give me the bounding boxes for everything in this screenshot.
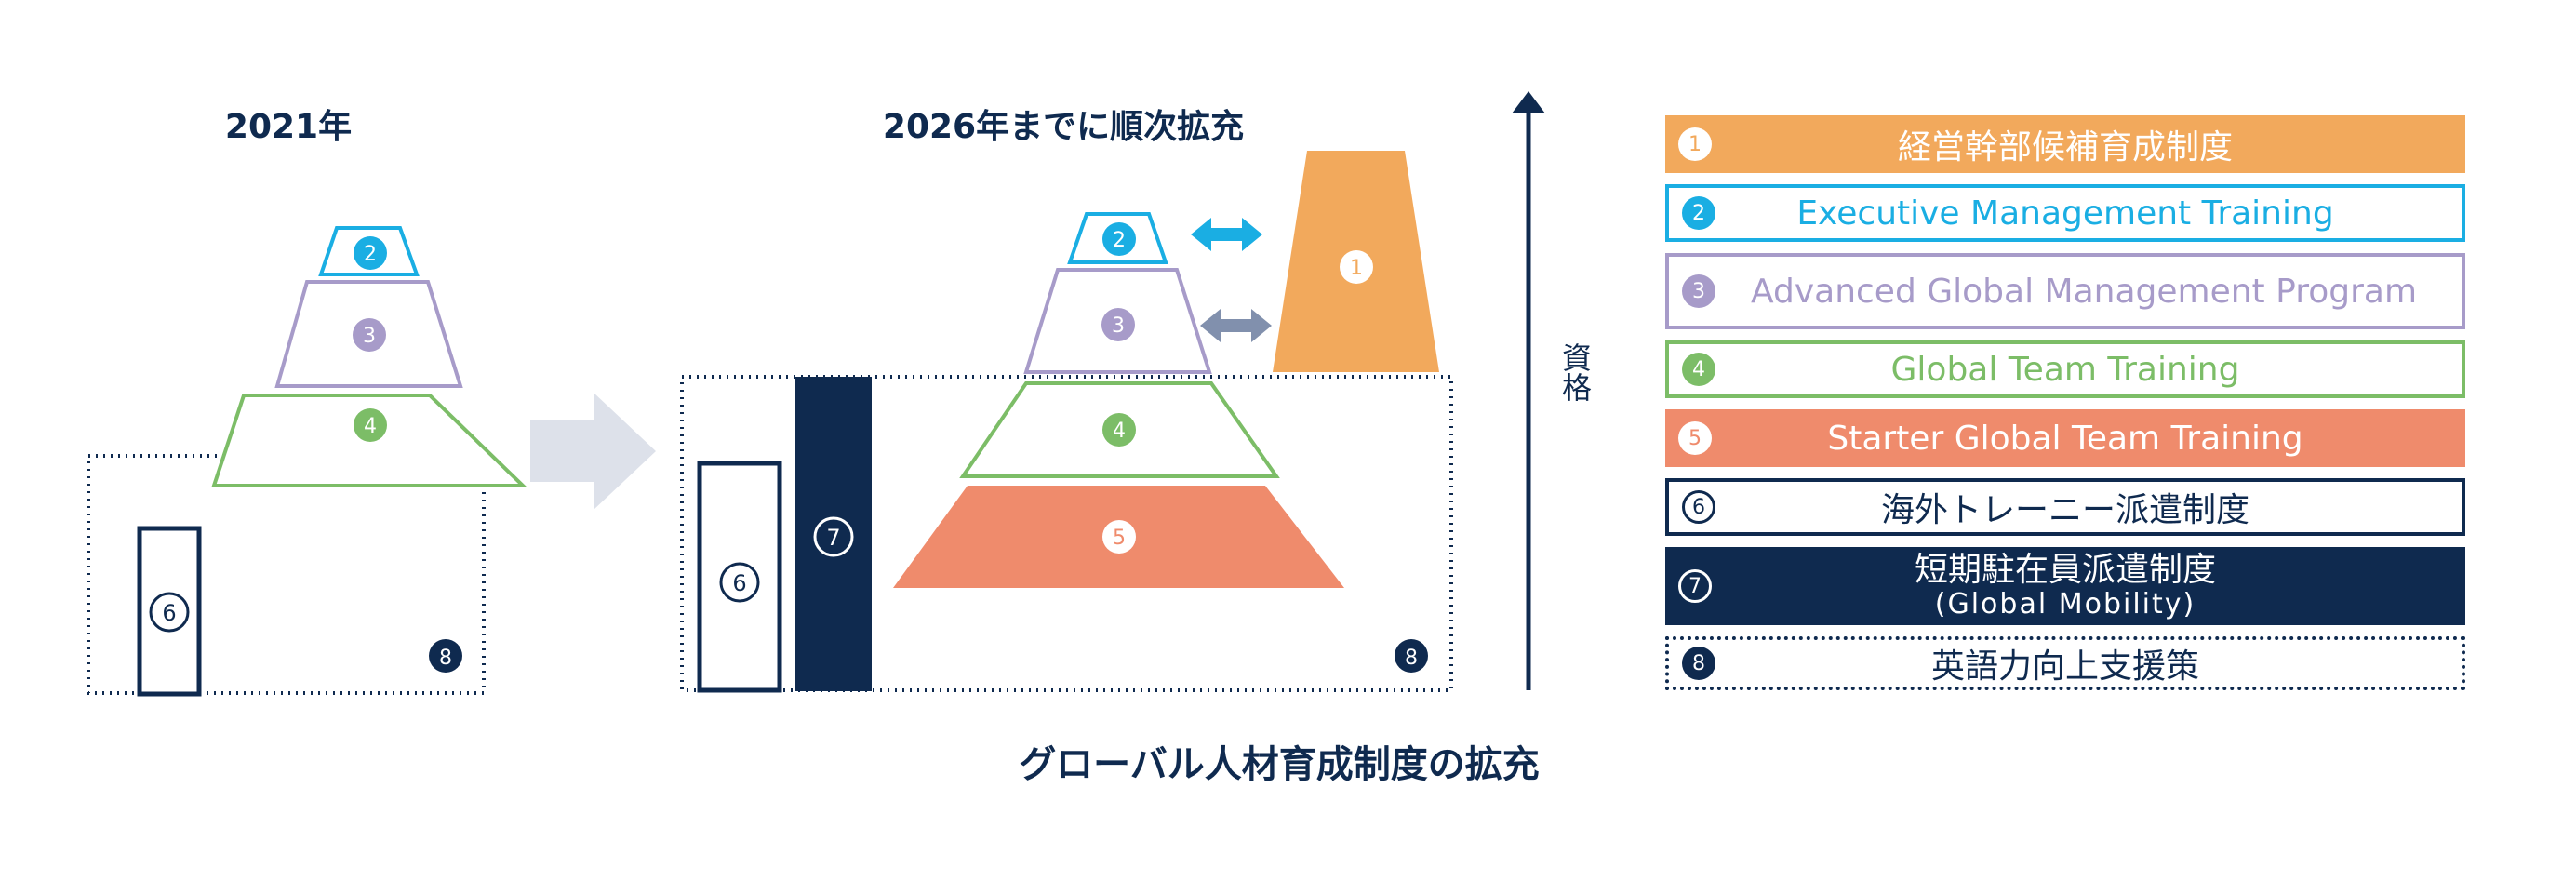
badge-2-2021 [354, 236, 387, 270]
badge-4-2026 [1102, 413, 1136, 447]
badge-1-2026-text: 1 [1350, 257, 1363, 280]
badge-1-2026 [1340, 250, 1373, 284]
badge-4-2026-text: 4 [1113, 420, 1126, 443]
legend-item-1: 1 経営幹部候補育成制度 [1665, 115, 2465, 173]
legend-badge-1: 1 [1678, 127, 1712, 161]
badge-8-2021-text: 8 [439, 647, 452, 670]
badge-8-2026 [1395, 639, 1428, 673]
transition-arrow [530, 393, 656, 510]
year-2021-label: 2021年 [225, 108, 352, 146]
legend-label-5: Starter Global Team Training [1827, 419, 2303, 458]
badge-8-2021 [429, 639, 462, 673]
badge-4-2021 [354, 408, 387, 442]
gray-double-arrow [1200, 309, 1272, 342]
legend-item-4: 4 Global Team Training [1665, 340, 2465, 398]
legend-label-3: Advanced Global Management Program [1750, 272, 2418, 311]
legend-item-5: 5 Starter Global Team Training [1665, 409, 2465, 467]
qualification-axis-arrowhead [1512, 91, 1545, 113]
legend-badge-3: 3 [1682, 274, 1715, 308]
badge-6-2021-text: 6 [162, 600, 176, 626]
badge-3-2026 [1101, 308, 1135, 341]
legend-badge-4: 4 [1682, 353, 1715, 386]
badge-7-2026 [813, 516, 854, 557]
legend-badge-7: 7 [1678, 569, 1712, 603]
legend-item-2: 2 Executive Management Training [1665, 184, 2465, 242]
legend-label-7: 短期駐在員派遣制度 [1914, 551, 2216, 589]
legend-item-7: 7 短期駐在員派遣制度 (Global Mobility) [1665, 547, 2465, 625]
badge-6-2021 [149, 592, 190, 633]
legend-item-6: 6 海外トレーニー派遣制度 [1665, 478, 2465, 536]
badge-7-2026-text: 7 [826, 525, 840, 551]
legend-label-8: 英語力向上支援策 [1930, 647, 2199, 686]
badge-6-2026 [719, 562, 760, 603]
axis-label: 資格 [1557, 342, 1593, 402]
english-support-area-2026 [680, 375, 1453, 692]
legend-item-3: 3 Advanced Global Management Program [1665, 253, 2465, 329]
legend-label-4: Global Team Training [1890, 350, 2240, 389]
badge-3-2021-text: 3 [363, 325, 376, 348]
badge-8-2026-text: 8 [1405, 647, 1418, 670]
badge-3-2021 [353, 318, 386, 352]
legend-badge-8: 8 [1682, 647, 1715, 680]
english-support-area-2021 [87, 454, 486, 695]
legend-label-1: 経営幹部候補育成制度 [1897, 128, 2233, 167]
legend-badge-6: 6 [1682, 490, 1715, 524]
footer-title: グローバル人材育成制度の拡充 [1019, 743, 1540, 786]
badge-6-2026-text: 6 [732, 570, 746, 596]
badge-3-2026-text: 3 [1112, 314, 1125, 338]
cyan-double-arrow [1191, 218, 1262, 251]
year-2026-label: 2026年までに順次拡充 [883, 108, 1244, 146]
badge-2-2026 [1102, 222, 1136, 256]
legend-badge-5: 5 [1678, 421, 1712, 455]
badge-5-2026 [1102, 520, 1136, 554]
legend-label-6: 海外トレーニー派遣制度 [1880, 491, 2249, 529]
legend-sublabel-7: (Global Mobility) [1934, 588, 2196, 621]
badge-2-2026-text: 2 [1113, 229, 1126, 252]
badge-5-2026-text: 5 [1113, 527, 1126, 550]
badge-4-2021-text: 4 [364, 415, 377, 438]
legend-label-2: Executive Management Training [1796, 194, 2334, 233]
legend-badge-2: 2 [1682, 196, 1715, 230]
legend-item-8: 8 英語力向上支援策 [1665, 636, 2465, 690]
badge-2-2021-text: 2 [364, 243, 377, 266]
